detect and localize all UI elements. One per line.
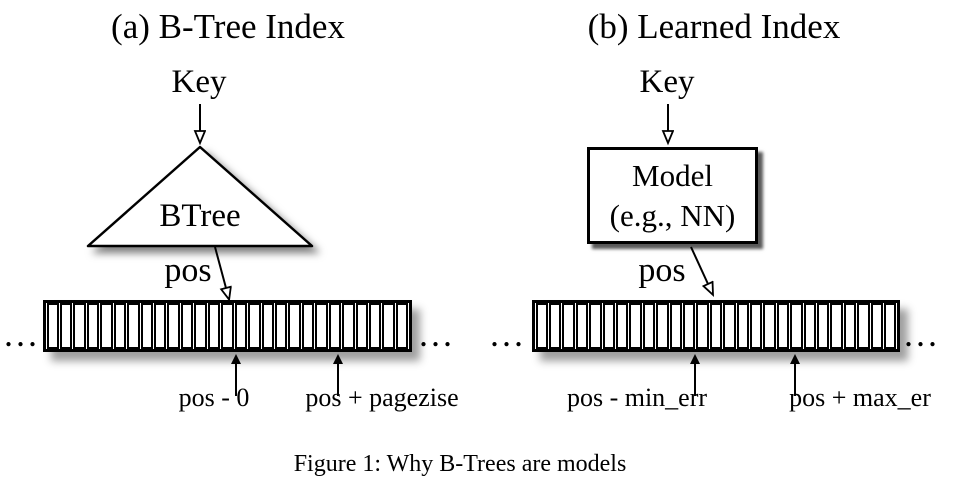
- array-cell: [59, 303, 73, 349]
- array-cell: [615, 303, 629, 349]
- array-cell: [642, 303, 656, 349]
- array-cell: [723, 303, 736, 349]
- array-cell: [395, 303, 409, 349]
- array-cell: [857, 303, 870, 349]
- array-cell: [602, 303, 615, 349]
- array-cell: [803, 303, 817, 349]
- array-cell: [682, 303, 696, 349]
- array-cell: [669, 303, 682, 349]
- array-cell: [562, 303, 575, 349]
- panel-a-range-low-label: pos - 0: [178, 383, 250, 412]
- model-box: Model (e.g., NN): [587, 147, 758, 244]
- array-cell: [315, 303, 328, 349]
- model-label-line2: (e.g., NN): [609, 197, 736, 233]
- btree-label: BTree: [159, 198, 241, 234]
- array-cell: [86, 303, 100, 349]
- array-cell: [127, 303, 140, 349]
- array-cell: [194, 303, 207, 349]
- sorted-array-b: [532, 300, 900, 352]
- array-cell: [843, 303, 857, 349]
- panel-a-title: (a) B-Tree Index: [111, 7, 345, 46]
- array-cell: [328, 303, 342, 349]
- array-cell: [763, 303, 776, 349]
- panel-b-key-label: Key: [639, 64, 695, 100]
- array-cell: [629, 303, 642, 349]
- array-cell: [535, 303, 548, 349]
- array-cell: [382, 303, 395, 349]
- panel-b-title: (b) Learned Index: [587, 7, 841, 46]
- array-cell: [870, 303, 884, 349]
- array-cell: [288, 303, 301, 349]
- array-cell: [575, 303, 589, 349]
- array-cell: [221, 303, 234, 349]
- array-a-ellipsis-right: ...: [419, 314, 455, 354]
- array-cell: [548, 303, 562, 349]
- panel-b-range-high-label: pos + max_er: [789, 383, 931, 412]
- array-cell: [113, 303, 127, 349]
- array-cell: [73, 303, 86, 349]
- panel-a-pos-label: pos: [164, 252, 212, 289]
- array-cell: [750, 303, 763, 349]
- array-cell: [207, 303, 221, 349]
- figure-caption: Figure 1: Why B-Trees are models: [293, 451, 627, 477]
- array-cell: [369, 303, 382, 349]
- panel-b-range-low-label: pos - min_err: [566, 383, 708, 412]
- array-cell: [140, 303, 153, 349]
- array-cell: [100, 303, 113, 349]
- array-cell: [884, 303, 897, 349]
- model-pos-arrow: [690, 246, 708, 284]
- array-cell: [736, 303, 749, 349]
- btree-pos-arrow: [214, 246, 226, 288]
- array-cell: [790, 303, 803, 349]
- array-cell: [46, 303, 59, 349]
- array-cell: [154, 303, 167, 349]
- array-cell: [234, 303, 248, 349]
- array-cell: [274, 303, 288, 349]
- panel-b-pos-label: pos: [638, 252, 686, 289]
- array-cell: [709, 303, 723, 349]
- array-cell: [301, 303, 315, 349]
- array-cell: [776, 303, 790, 349]
- array-cell: [830, 303, 843, 349]
- array-b-ellipsis-left: ...: [490, 314, 526, 354]
- array-cell: [167, 303, 180, 349]
- model-label-line1: Model: [632, 157, 713, 193]
- array-cell: [589, 303, 602, 349]
- array-cell: [180, 303, 194, 349]
- array-cell: [696, 303, 709, 349]
- array-cell: [248, 303, 261, 349]
- panel-a-range-high-label: pos + pagezise: [305, 383, 459, 412]
- array-cell: [342, 303, 355, 349]
- array-cell: [656, 303, 669, 349]
- panel-a-key-label: Key: [171, 64, 227, 100]
- array-cell: [817, 303, 830, 349]
- array-b-ellipsis-right: ...: [904, 314, 940, 354]
- sorted-array-a: [43, 300, 412, 352]
- array-cell: [355, 303, 368, 349]
- array-cell: [261, 303, 274, 349]
- array-a-ellipsis-left: ...: [4, 314, 40, 354]
